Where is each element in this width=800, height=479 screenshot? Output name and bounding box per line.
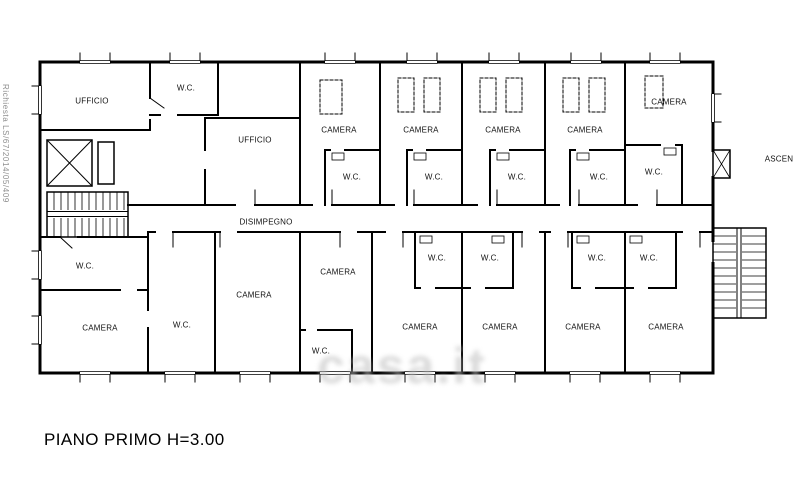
window-lines	[38, 60, 715, 375]
room-label-camera-bottom-4: CAMERA	[402, 322, 438, 332]
bathroom-fixtures	[331, 147, 677, 244]
room-label-camera-bottom-3: CAMERA	[320, 267, 356, 277]
room-label-camera-top-1: CAMERA	[321, 125, 357, 135]
room-label-camera-top-2: CAMERA	[403, 125, 439, 135]
room-label-wc-bottom-left: W.C.	[75, 261, 95, 271]
interior-walls	[39, 61, 714, 374]
room-label-wc-mid-4: W.C.	[639, 253, 659, 263]
window-ticks	[31, 52, 722, 383]
room-label-wc-top-1: W.C.	[342, 172, 362, 182]
room-label-wc-top-right: W.C.	[644, 167, 664, 177]
room-label-disimpegno: DISIMPEGNO	[239, 217, 293, 227]
room-label-camera-bottom-7: CAMERA	[648, 322, 684, 332]
room-label-camera-bottom-6: CAMERA	[565, 322, 601, 332]
elevator-shaft	[46, 139, 115, 187]
room-label-wc-top-3: W.C.	[507, 172, 527, 182]
room-label-camera-top-4: CAMERA	[567, 125, 603, 135]
room-label-wc-mid-2: W.C.	[480, 253, 500, 263]
room-label-wc-top-2: W.C.	[424, 172, 444, 182]
staircase-left	[46, 191, 129, 238]
room-label-camera-top-3: CAMERA	[485, 125, 521, 135]
room-label-camera-top-right: CAMERA	[651, 97, 687, 107]
room-label-wc-bottom-column: W.C.	[172, 320, 192, 330]
room-label-wc-top-4: W.C.	[589, 172, 609, 182]
plan-title: PIANO PRIMO H=3.00	[44, 430, 225, 449]
exterior-walls	[38, 60, 715, 375]
door-leaves	[59, 97, 701, 249]
room-label-wc-top-left: W.C.	[176, 83, 196, 93]
center-watermark: casa.it	[317, 338, 487, 394]
room-label-camera-bottom-5: CAMERA	[482, 322, 518, 332]
room-label-wc-bottom-small: W.C.	[311, 346, 331, 356]
room-label-ascensore: ASCEN	[764, 154, 794, 164]
elevator-right	[712, 149, 731, 179]
room-label-wc-mid-1: W.C.	[427, 253, 447, 263]
room-label-ufficio-top-left: UFFICIO	[75, 96, 109, 106]
room-label-camera-bottom-left: CAMERA	[82, 323, 118, 333]
staircase-right	[712, 227, 767, 319]
side-watermark: Richiesta LS/67/2014/05/409	[1, 84, 10, 203]
window-gaps	[36, 58, 717, 377]
room-label-wc-mid-3: W.C.	[587, 253, 607, 263]
room-label-camera-bottom-2: CAMERA	[236, 290, 272, 300]
room-label-ufficio-center: UFFICIO	[238, 135, 272, 145]
wardrobe-dashed-rects	[319, 75, 664, 115]
